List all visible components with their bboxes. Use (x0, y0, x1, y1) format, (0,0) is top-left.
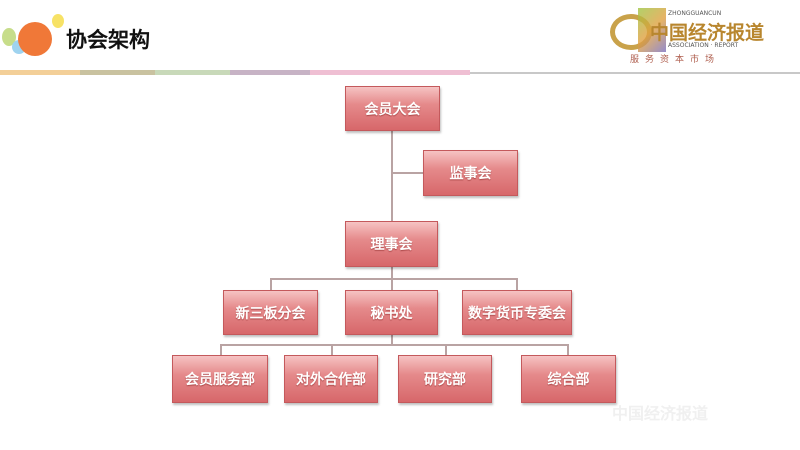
header-bar (0, 70, 80, 75)
header-bar (80, 70, 155, 75)
decor-circle-yellow (52, 14, 64, 28)
connector (516, 278, 518, 290)
org-node-supervisory-board: 监事会 (423, 150, 518, 196)
org-node-member-services: 会员服务部 (172, 355, 268, 403)
org-node-general-affairs: 综合部 (521, 355, 616, 403)
header-divider (470, 72, 800, 74)
connector (331, 344, 333, 355)
connector (392, 172, 423, 174)
watermark: 中国经济报道 (612, 404, 709, 423)
logo-sub2: ASSOCIATION · REPORT (668, 42, 739, 49)
header-bar (155, 70, 230, 75)
header-bar (310, 70, 470, 75)
org-node-research: 研究部 (398, 355, 492, 403)
header-bar (230, 70, 310, 75)
decor-circle-green (2, 28, 16, 46)
connector (445, 344, 447, 355)
logo-sub1: ZHONGGUANCUN (668, 10, 722, 17)
logo-squares (638, 8, 666, 52)
org-node-general-assembly: 会员大会 (345, 86, 440, 131)
org-node-secretariat: 秘书处 (345, 290, 438, 335)
org-node-external-cooperation: 对外合作部 (284, 355, 378, 403)
org-node-council: 理事会 (345, 221, 438, 267)
logo-tagline: 服务资本市场 (630, 55, 721, 65)
connector (391, 335, 393, 345)
logo-main: 中国经济报道 (650, 22, 765, 44)
decor-circle-orange (18, 22, 52, 56)
connector (391, 131, 393, 221)
connector (270, 278, 518, 280)
org-node-neeq-branch: 新三板分会 (223, 290, 318, 335)
org-node-digital-currency-committee: 数字货币专委会 (462, 290, 572, 335)
logo: ZHONGGUANCUN 中国经济报道 ASSOCIATION · REPORT… (610, 8, 780, 65)
connector (270, 278, 272, 290)
connector (220, 344, 569, 346)
connector (220, 344, 222, 355)
page-title: 协会架构 (66, 28, 150, 52)
connector (567, 344, 569, 355)
